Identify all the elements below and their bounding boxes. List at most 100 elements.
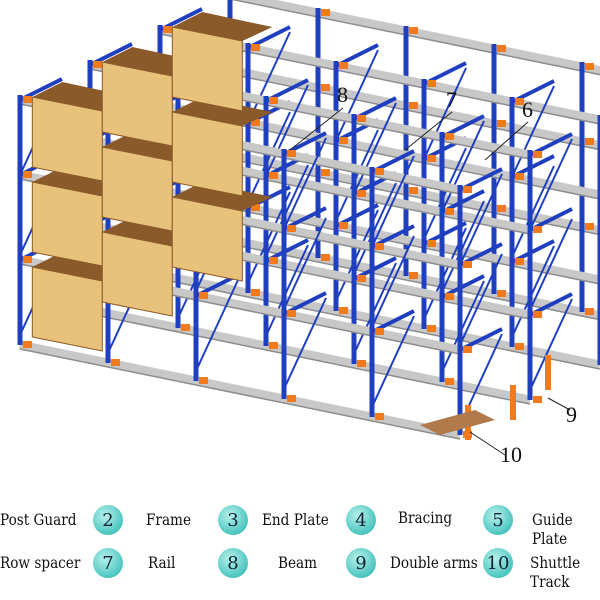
end-plate (427, 80, 436, 87)
bracing (423, 147, 467, 240)
end-plate (533, 311, 542, 318)
bracing (529, 138, 573, 231)
bracing (511, 85, 555, 178)
bracing (283, 297, 327, 390)
rail-edge (229, 243, 600, 321)
end-plate (199, 377, 208, 384)
end-plate (251, 44, 260, 51)
end-plate (269, 172, 278, 179)
end-plate (515, 258, 524, 265)
post-guard (545, 355, 551, 390)
end-plate (445, 293, 454, 300)
end-plate (585, 63, 594, 70)
end-plate (533, 151, 542, 158)
bracing (283, 137, 327, 230)
legend-label: Beam (278, 553, 318, 572)
end-plate (585, 138, 594, 145)
end-plate (375, 243, 384, 250)
bracing (353, 262, 397, 355)
bracing (371, 315, 415, 408)
bracing (441, 200, 485, 293)
end-plate (463, 261, 472, 268)
legend-number: 10 (483, 548, 513, 578)
rail-edge (231, 0, 600, 76)
end-plate (287, 310, 296, 317)
end-plate (409, 102, 418, 109)
end-plate (339, 62, 348, 69)
end-plate (357, 275, 366, 282)
end-plate (251, 289, 260, 296)
bracing (371, 235, 415, 328)
end-plate (199, 292, 208, 299)
legend-label: Bracing (398, 508, 453, 527)
bracing (459, 173, 503, 266)
legend-label: Post Guard (0, 510, 77, 529)
leader-line (469, 431, 506, 456)
rail (229, 65, 600, 151)
pallet-load (31, 181, 103, 267)
leader-line (484, 121, 529, 161)
end-plate (585, 308, 594, 315)
end-plate (497, 120, 506, 127)
callout-9: 9 (566, 402, 577, 427)
end-plate (339, 222, 348, 229)
legend-number: 7 (93, 548, 123, 578)
end-plate (445, 208, 454, 215)
pallet-load (31, 96, 103, 182)
bracing (441, 120, 485, 213)
rail-edge (19, 348, 461, 440)
rail (19, 340, 461, 440)
pallet-load (101, 61, 173, 147)
pallet-load (171, 111, 243, 197)
end-plate (321, 169, 330, 176)
bracing (247, 111, 291, 204)
callout-6: 6 (522, 97, 533, 122)
bracing (195, 279, 239, 372)
pallet-top (172, 182, 273, 212)
rail (89, 305, 531, 405)
end-plate (497, 205, 506, 212)
pallet-top (172, 97, 273, 127)
end-plate (321, 84, 330, 91)
end-plate (339, 137, 348, 144)
bracing (265, 84, 309, 177)
end-plate (497, 290, 506, 297)
pallet-load (101, 231, 173, 317)
bracing (265, 164, 309, 257)
end-plate (427, 325, 436, 332)
end-plate (427, 240, 436, 247)
legend-number: 2 (93, 505, 123, 535)
bracing (371, 155, 415, 248)
bracing (511, 165, 555, 258)
bracing (247, 31, 291, 124)
legend-label: End Plate (262, 510, 329, 529)
pallet-load (101, 146, 173, 232)
bracing (511, 245, 555, 338)
legend-number: 8 (218, 548, 248, 578)
end-plate (269, 257, 278, 264)
legend-label: Guide Plate (532, 510, 573, 548)
end-plate (321, 9, 330, 16)
bracing (459, 253, 503, 346)
end-plate (515, 98, 524, 105)
rail (229, 150, 600, 236)
pallet-load (171, 196, 243, 282)
callout-10: 10 (500, 442, 522, 467)
end-plate (357, 115, 366, 122)
pallet-top (172, 12, 273, 42)
rail-edge (159, 278, 600, 370)
legend-label: Frame (146, 510, 191, 529)
bracing (335, 49, 379, 142)
end-plate (427, 155, 436, 162)
legend-label: Row spacer (0, 553, 81, 572)
bracing (353, 182, 397, 275)
end-plate (463, 346, 472, 353)
shuttle-track (420, 410, 495, 435)
end-plate (533, 226, 542, 233)
end-plate (357, 360, 366, 367)
end-plate (409, 27, 418, 34)
end-plate (515, 173, 524, 180)
pallet-load (31, 266, 103, 352)
leader-line (404, 111, 453, 151)
end-plate (269, 342, 278, 349)
